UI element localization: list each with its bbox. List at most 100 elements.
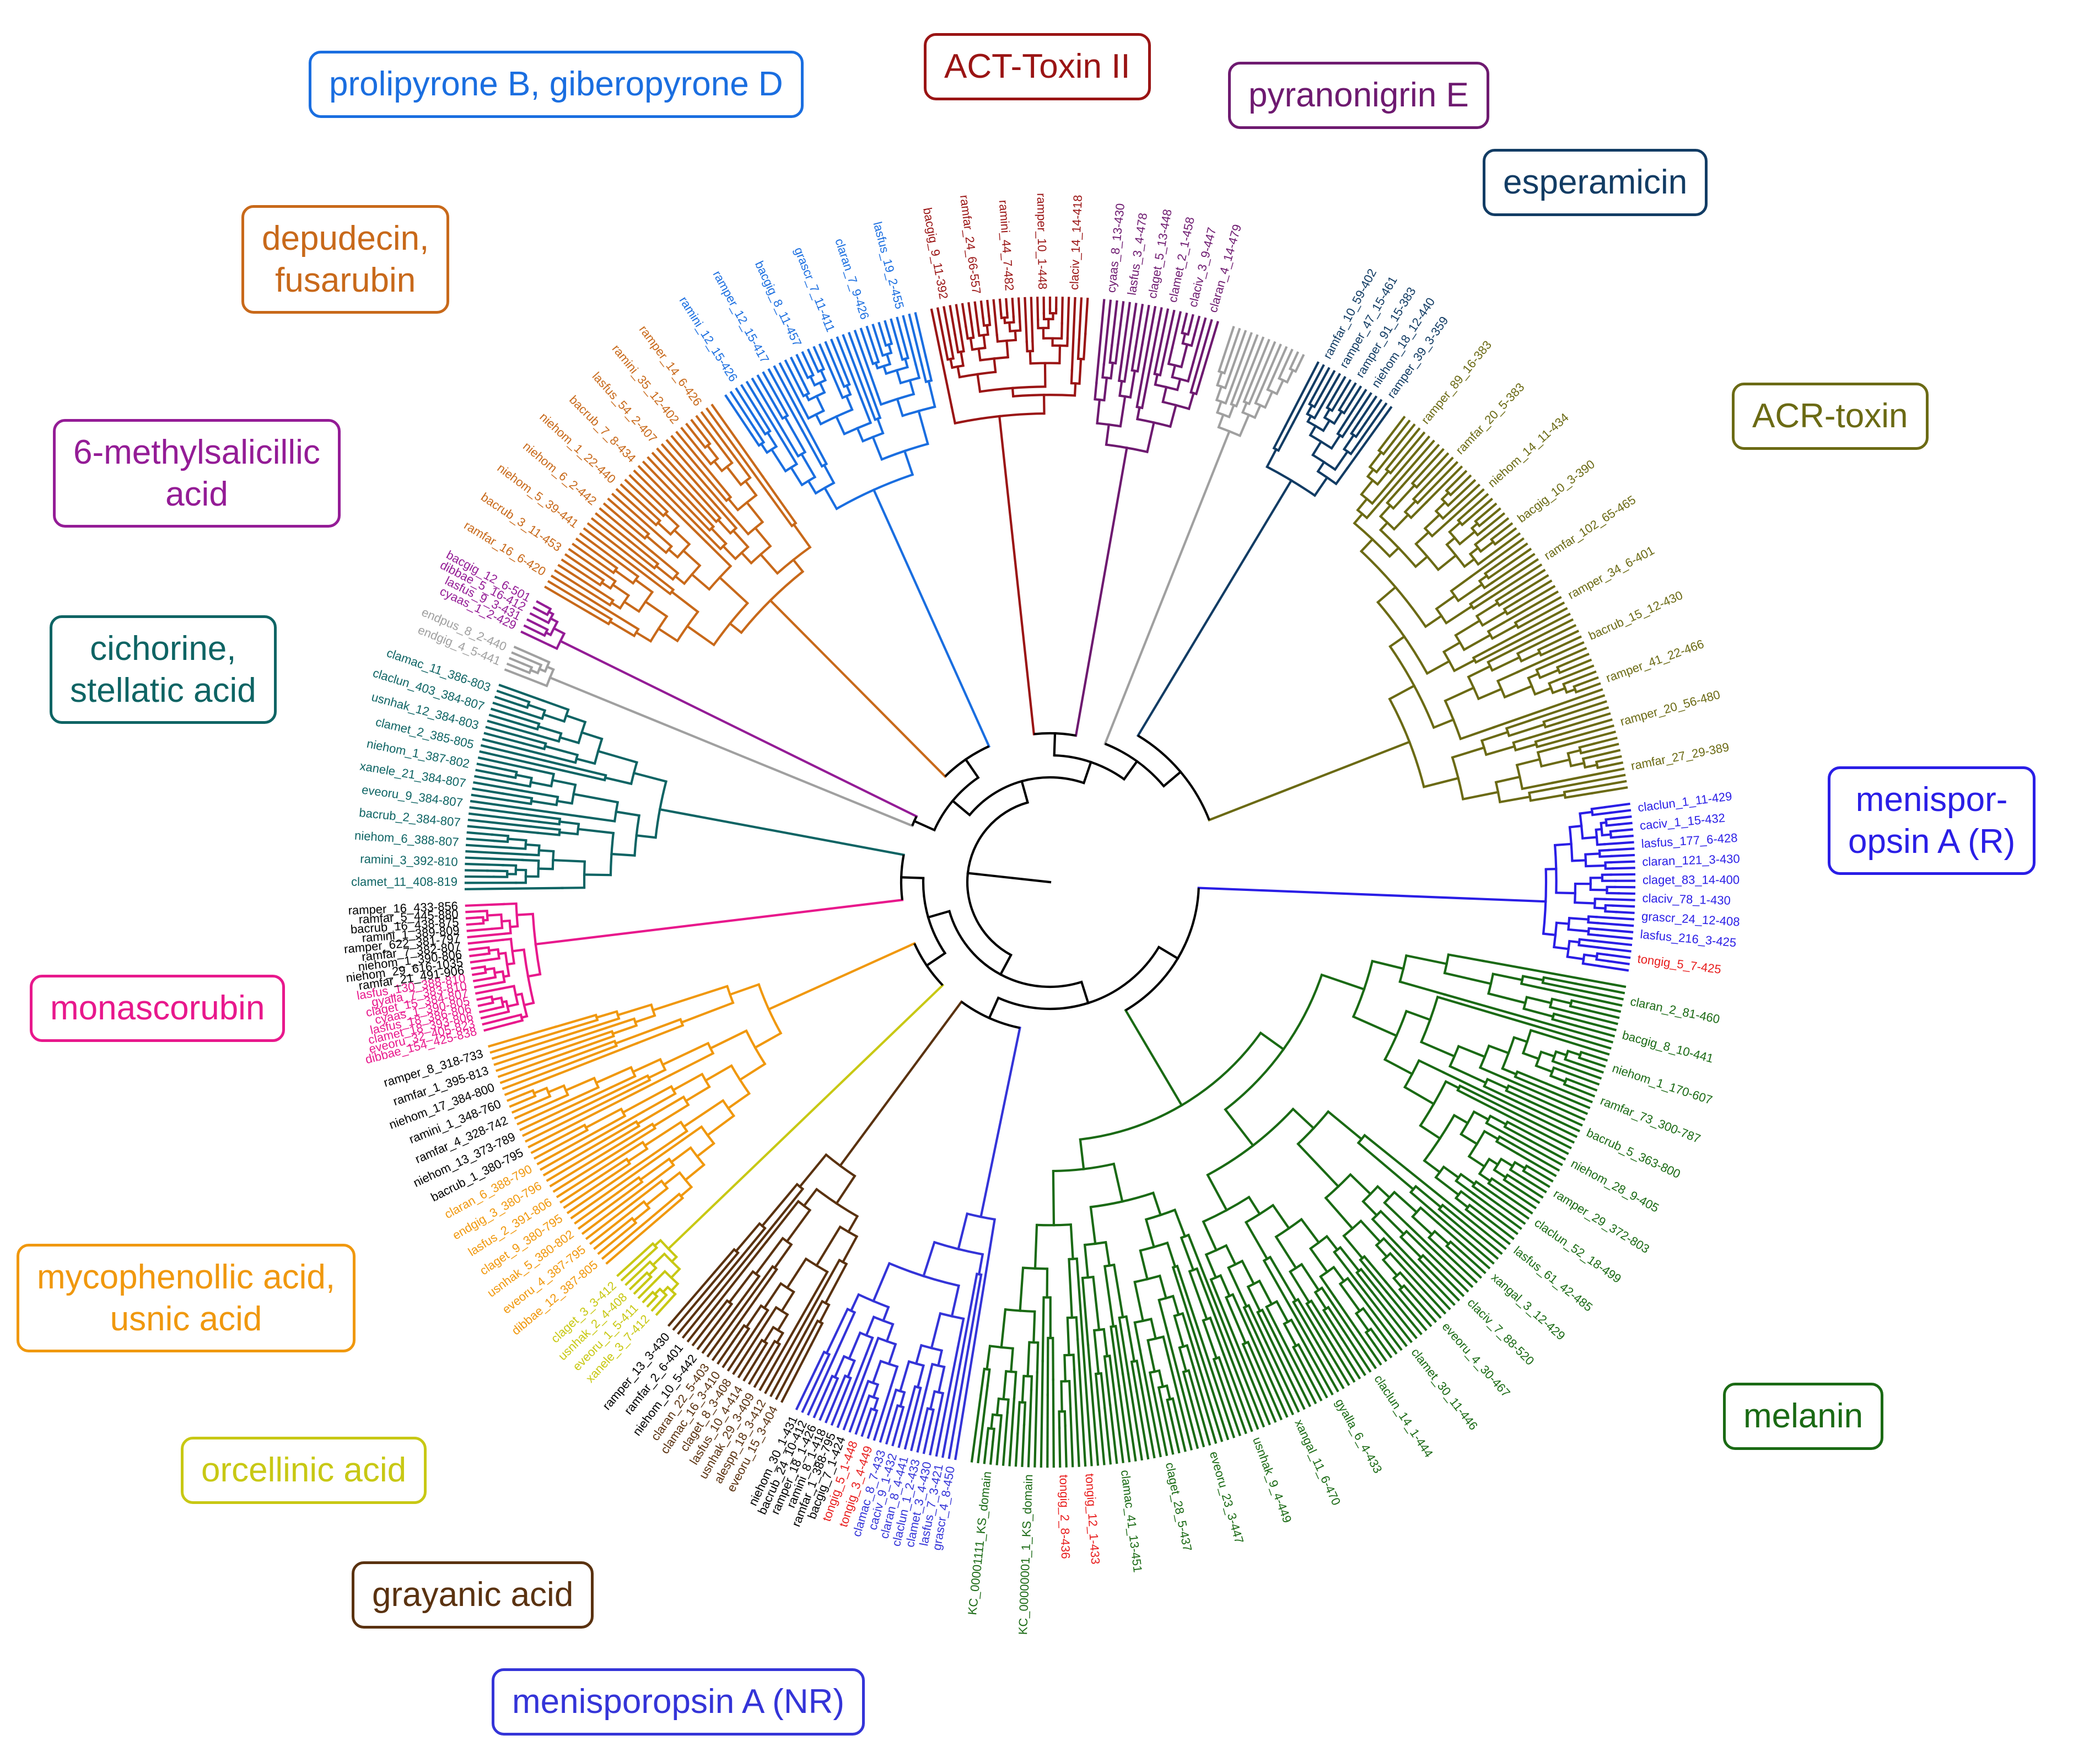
tree-branch xyxy=(1435,594,1457,611)
tree-branch xyxy=(938,1392,945,1411)
tree-branch xyxy=(800,452,817,479)
tree-branch xyxy=(1300,1217,1321,1244)
tree-branch xyxy=(1568,917,1590,921)
tree-branch xyxy=(1359,1219,1382,1244)
tree-branch xyxy=(670,1282,680,1292)
tree-branch xyxy=(1313,404,1324,420)
tree-tip-branch xyxy=(633,469,708,544)
tree-tip-branch xyxy=(1320,373,1342,407)
tree-branch xyxy=(1101,363,1106,379)
tree-branch xyxy=(611,1162,632,1177)
tree-branch xyxy=(1291,1300,1319,1345)
tree-branch xyxy=(1385,485,1404,504)
clade-label-orcellinic: orcellinic acid xyxy=(181,1437,427,1504)
tree-branch xyxy=(1144,1218,1156,1249)
tree-branch xyxy=(684,1085,711,1103)
tree-branch xyxy=(517,722,539,731)
tree-branch xyxy=(1495,1140,1519,1156)
tree-branch xyxy=(1566,1049,1582,1057)
tree-branch xyxy=(1176,1264,1199,1329)
tree-branch xyxy=(1271,1204,1291,1230)
tree-branch xyxy=(1454,619,1482,637)
tree-tip-branch xyxy=(1395,1243,1456,1306)
tree-tip-branch xyxy=(616,1248,647,1277)
tree-branch xyxy=(1499,1157,1515,1168)
clade-label-line: depudecin, xyxy=(262,219,429,257)
tree-tip-branch xyxy=(737,1352,755,1379)
tree-tip-branch xyxy=(1219,1301,1271,1426)
tree-tip-branch xyxy=(1507,568,1546,594)
tree-branch xyxy=(1076,337,1081,361)
tree-tip-branch xyxy=(488,1025,557,1048)
tree-tip-branch xyxy=(467,825,540,835)
tree-branch xyxy=(822,463,836,485)
tree-branch xyxy=(624,1122,654,1142)
tree-branch xyxy=(1117,365,1123,382)
tree-branch xyxy=(585,567,605,582)
tree-branch xyxy=(1129,369,1137,399)
tree-branch xyxy=(718,576,750,605)
tree-tip-branch xyxy=(489,1028,567,1054)
tree-branch xyxy=(1579,810,1593,815)
tree-branch xyxy=(1092,1275,1101,1331)
tree-tip-branch xyxy=(1342,389,1367,427)
tree-tip-branch xyxy=(1024,297,1029,343)
tree-branch xyxy=(713,1248,736,1274)
tree-tip-branch xyxy=(681,1221,778,1339)
tree-branch xyxy=(1487,621,1506,633)
tree-branch xyxy=(1549,1074,1567,1083)
tree-branch xyxy=(1521,781,1554,791)
tree-tip-branch xyxy=(1468,1196,1519,1235)
clade-label-line: opsin A (R) xyxy=(1848,822,2016,861)
tree-tip-branch xyxy=(1577,1062,1604,1074)
tree-branch xyxy=(731,529,750,549)
tree-tip-branch xyxy=(908,313,924,367)
tree-branch xyxy=(1544,721,1561,729)
tree-tip-branch xyxy=(1243,336,1265,384)
tree-branch xyxy=(683,1163,706,1182)
tree-backbone-branch xyxy=(1020,780,1030,804)
tree-tip-branch xyxy=(930,308,954,409)
tree-leaf-label: niehom_6_388-807 xyxy=(354,829,459,849)
tree-tip-branch xyxy=(1555,730,1616,749)
tree-tip-branch xyxy=(877,321,885,340)
tree-branch xyxy=(630,548,656,570)
tree-tip-branch xyxy=(735,387,758,422)
tree-branch xyxy=(691,495,718,524)
tree-tip-branch xyxy=(583,527,651,581)
tree-branch xyxy=(1081,1276,1090,1346)
tree-tip-branch xyxy=(873,1384,893,1441)
tree-branch xyxy=(1461,791,1500,801)
tree-branch xyxy=(536,725,563,735)
tree-branch xyxy=(873,348,880,364)
tree-branch xyxy=(959,1272,978,1366)
tree-leaf-label: claciv_78_1-430 xyxy=(1642,891,1731,907)
tree-branch xyxy=(1582,953,1598,958)
tree-tip-branch xyxy=(470,799,582,818)
tree-backbone-branch xyxy=(872,488,991,748)
tree-backbone-arc xyxy=(998,946,1160,1011)
tree-branch xyxy=(554,1013,597,1029)
tree-branch xyxy=(1494,775,1521,784)
tree-branch xyxy=(1157,1386,1164,1408)
tree-branch xyxy=(1006,312,1009,319)
tree-branch xyxy=(1165,1384,1172,1401)
tree-branch xyxy=(1563,1057,1580,1066)
tree-leaf-label: usnhak_9_4-449 xyxy=(1250,1435,1294,1524)
tree-tip-branch xyxy=(660,443,718,507)
tree-branch xyxy=(1173,1208,1187,1238)
tree-tip-branch xyxy=(1469,537,1525,578)
tree-tip-branch xyxy=(929,1408,941,1455)
tree-branch xyxy=(1388,635,1406,648)
tree-branch xyxy=(731,1324,746,1344)
tree-tip-branch xyxy=(1509,618,1574,653)
tree-tip-branch xyxy=(1588,1009,1620,1019)
tree-branch xyxy=(594,1066,633,1084)
tree-branch xyxy=(1014,329,1017,342)
tree-leaf-label: bacgig_10_3-390 xyxy=(1515,457,1597,525)
tree-leaf-label: ramper_34_6-401 xyxy=(1565,543,1656,601)
tree-branch xyxy=(600,1157,628,1178)
tree-tip-branch xyxy=(1494,542,1528,568)
tree-branch xyxy=(1324,1196,1354,1231)
tree-tip-branch xyxy=(620,1252,652,1282)
